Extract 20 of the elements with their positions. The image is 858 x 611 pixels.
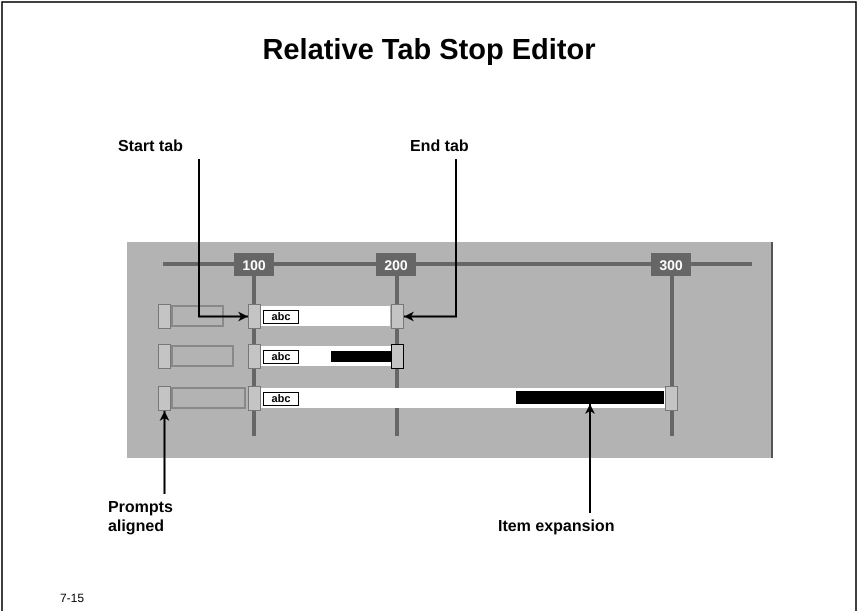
callout-text: Item expansion	[498, 517, 658, 537]
arrow	[585, 404, 595, 513]
diagram-title: Relative Tab Stop Editor	[261, 34, 596, 67]
arrow	[404, 159, 457, 322]
tab-handle	[158, 386, 171, 411]
page-number: 7-15	[60, 591, 84, 605]
arrow	[160, 411, 170, 494]
callout-text: Start tab	[118, 137, 208, 157]
tab-handle	[391, 304, 404, 329]
sample-text: abc	[263, 392, 299, 406]
ruler-tick-label: 200	[376, 253, 416, 276]
sample-text: abc	[263, 310, 299, 324]
ruler-tick-label: 100	[234, 253, 274, 276]
ruler-tick-label: 300	[651, 253, 691, 276]
expansion-bar	[516, 391, 664, 404]
tab-handle	[248, 304, 261, 329]
callout-text: End tab	[410, 137, 490, 157]
sample-text: abc	[263, 350, 299, 364]
arrow	[198, 159, 248, 322]
callout-text: Prompts aligned	[108, 498, 183, 538]
